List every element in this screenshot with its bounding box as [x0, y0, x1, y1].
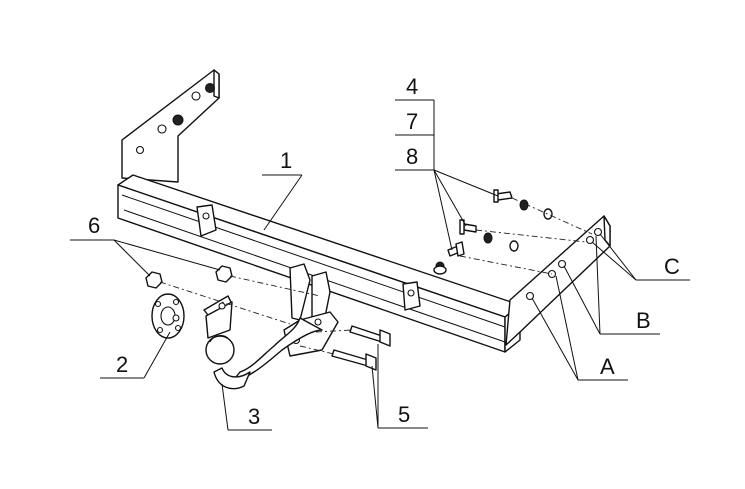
assembly-lines	[159, 197, 593, 355]
label-C: C	[664, 254, 680, 279]
label-6: 6	[88, 213, 100, 238]
label-8: 8	[406, 144, 418, 169]
label-7: 7	[406, 109, 418, 134]
label-4: 4	[406, 74, 418, 99]
leader-lines	[70, 99, 690, 431]
label-1: 1	[280, 148, 292, 173]
label-3: 3	[248, 404, 260, 429]
label-2: 2	[116, 352, 128, 377]
small-hardware	[433, 189, 553, 275]
main-beam	[117, 69, 611, 353]
label-5: 5	[398, 402, 410, 427]
label-A: A	[600, 354, 615, 379]
socket-plate	[151, 293, 233, 339]
ball-neck	[205, 263, 339, 390]
long-bolts	[331, 325, 391, 371]
label-B: B	[636, 308, 651, 333]
